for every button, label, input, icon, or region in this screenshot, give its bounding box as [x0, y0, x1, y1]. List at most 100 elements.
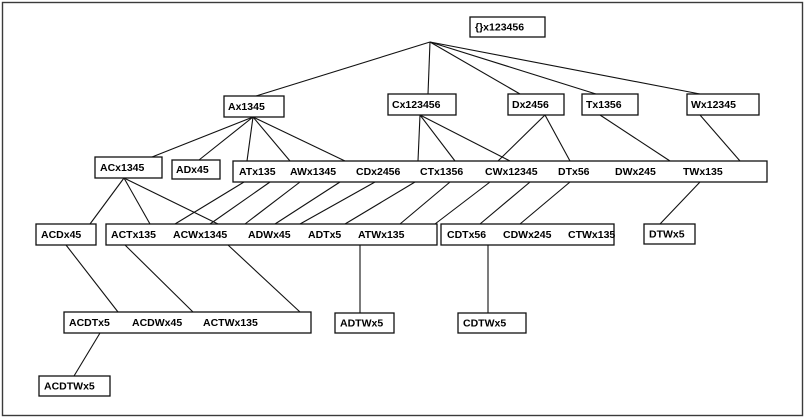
tree-edge — [73, 332, 101, 377]
node-label: ACDTx5 — [69, 317, 110, 329]
tree-node-D[interactable]: Dx2456 — [507, 93, 565, 116]
node-label: CTWx135 — [568, 229, 615, 241]
tree-edge — [65, 244, 119, 313]
tree-node-AD[interactable]: ADx45 — [171, 159, 221, 180]
node-label: ACTWx135 — [203, 317, 258, 329]
tree-edge — [434, 181, 491, 225]
node-label: ATx135 — [239, 166, 276, 178]
tree-edge — [429, 41, 521, 95]
node-label: ACx1345 — [100, 162, 145, 174]
tree-edge — [252, 116, 346, 162]
tree-edge — [479, 181, 531, 225]
node-label: ACDx45 — [41, 229, 81, 241]
tree-edge — [244, 181, 301, 225]
node-label: Cx123456 — [392, 99, 441, 111]
node-box — [105, 223, 438, 246]
tree-node-T[interactable]: Tx1356 — [581, 93, 639, 116]
tree-edge — [124, 244, 194, 313]
node-box — [171, 159, 221, 180]
node-label: CDTWx5 — [463, 317, 506, 329]
tree-edge — [151, 116, 254, 158]
node-label: Dx2456 — [512, 99, 549, 111]
tree-edge — [209, 181, 271, 225]
tree-edge — [123, 177, 219, 225]
node-label: DTx56 — [558, 166, 590, 178]
tree-edge — [544, 114, 571, 162]
tree-edge — [255, 41, 431, 97]
node-box — [35, 223, 97, 246]
node-box — [387, 93, 457, 116]
node-label: Ax1345 — [228, 101, 265, 113]
tree-node-ACD[interactable]: ACDx45 — [35, 223, 97, 246]
tree-edge — [429, 41, 597, 95]
tree-node-ADTW[interactable]: ADTWx5 — [334, 312, 395, 334]
tree-edge — [399, 181, 451, 225]
tree-edge — [227, 244, 301, 313]
node-box — [38, 375, 111, 397]
node-box — [440, 223, 615, 246]
node-label: ATWx135 — [358, 229, 405, 241]
tree-edge — [344, 181, 416, 225]
tree-edge — [198, 116, 254, 161]
node-label: DTWx5 — [649, 228, 685, 240]
tree-edge — [427, 41, 431, 95]
node-label: CTx1356 — [420, 166, 463, 178]
tree-node-root[interactable]: {}x123456 — [469, 16, 546, 38]
node-box — [469, 16, 546, 38]
tree-node-L3-longA[interactable]: ACTx135 ACWx1345 ADWx45 ADTx5 ATWx135 — [105, 223, 438, 246]
node-box — [581, 93, 639, 116]
tree-node-DTW[interactable]: DTWx5 — [643, 223, 696, 245]
node-box — [223, 95, 285, 118]
tree-edge — [419, 114, 511, 162]
tree-node-L2-long[interactable]: ATx135 AWx1345 CDx2456 CTx1356 CWx12345 DTx56… — [232, 160, 768, 183]
node-box — [643, 223, 696, 245]
node-label: {}x123456 — [475, 21, 524, 33]
tree-edge — [429, 41, 701, 95]
node-label: ACDTWx5 — [44, 380, 95, 392]
tree-edge — [274, 181, 341, 225]
tree-node-CDTW[interactable]: CDTWx5 — [457, 312, 527, 334]
node-box — [507, 93, 565, 116]
tree-edge — [419, 114, 456, 162]
tree-edge — [497, 114, 546, 162]
node-box — [94, 156, 163, 179]
tree-node-AC[interactable]: ACx1345 — [94, 156, 163, 179]
node-label: ACWx1345 — [173, 229, 227, 241]
node-label: CWx12345 — [485, 166, 538, 178]
node-label: CDWx245 — [503, 229, 552, 241]
node-box — [686, 93, 760, 116]
tree-node-ACDTW[interactable]: ACDTWx5 — [38, 375, 111, 397]
tree-node-A[interactable]: Ax1345 — [223, 95, 285, 118]
tree-edge — [417, 114, 421, 162]
tree-edge — [123, 177, 151, 225]
node-label: CDx2456 — [356, 166, 401, 178]
node-label: TWx135 — [683, 166, 723, 178]
node-label: Tx1356 — [586, 99, 622, 111]
node-label: AWx1345 — [290, 166, 336, 178]
node-label: ADWx45 — [248, 229, 291, 241]
tree-edge — [246, 116, 254, 162]
node-box — [457, 312, 527, 334]
node-label: ADx45 — [176, 164, 209, 176]
node-box — [63, 311, 312, 334]
edges-layer — [65, 41, 741, 377]
node-label: DWx245 — [615, 166, 656, 178]
tree-edge — [174, 181, 245, 225]
tree-node-L3-longB[interactable]: CDTx56 CDWx245 CTWx135 — [440, 223, 615, 246]
tree-edge — [599, 114, 671, 162]
tree-edge — [699, 114, 741, 162]
tree-node-W[interactable]: Wx12345 — [686, 93, 760, 116]
tree-edge — [252, 116, 291, 162]
tree-node-C[interactable]: Cx123456 — [387, 93, 457, 116]
tree-edge — [519, 181, 571, 225]
node-label: ADTx5 — [308, 229, 341, 241]
node-label: CDTx56 — [447, 229, 486, 241]
node-label: ACTx135 — [111, 229, 156, 241]
node-label: Wx12345 — [691, 99, 736, 111]
node-box — [334, 312, 395, 334]
